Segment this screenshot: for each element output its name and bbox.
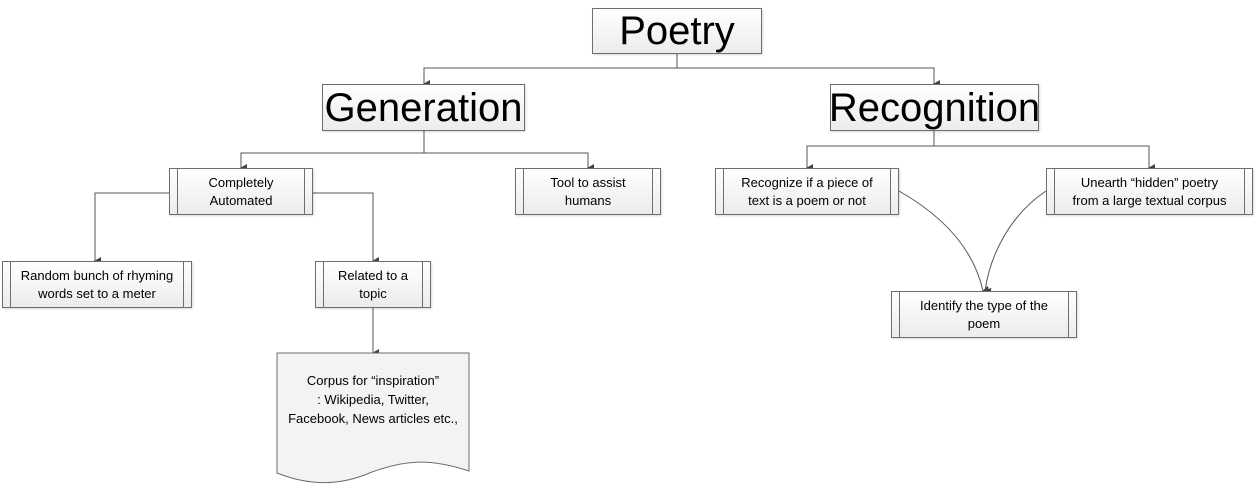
connector-recognition-recognize xyxy=(806,131,935,172)
node-unearth-hidden: Unearth “hidden” poetry from a large tex… xyxy=(1046,168,1253,215)
node-completely-automated-label: Completely Automated xyxy=(208,174,274,208)
node-generation-label: Generation xyxy=(324,85,523,130)
node-generation: Generation xyxy=(322,84,525,131)
process-bar-left xyxy=(10,262,11,307)
node-random-rhyming: Random bunch of rhyming words set to a m… xyxy=(2,261,192,308)
process-bar-left xyxy=(1054,169,1055,214)
node-identify-type: Identify the type of the poem xyxy=(891,291,1077,338)
connector-automated-random xyxy=(94,192,169,265)
node-tool-to-assist: Tool to assist humans xyxy=(515,168,661,215)
process-bar-left xyxy=(723,169,724,214)
corpus-document-shape xyxy=(276,352,470,484)
node-poetry-label: Poetry xyxy=(619,9,735,53)
node-identify-type-label: Identify the type of the poem xyxy=(920,297,1048,331)
connector-automated-topic xyxy=(313,192,379,265)
process-bar-right xyxy=(183,262,184,307)
connector-recognize-identify xyxy=(898,190,990,294)
node-unearth-hidden-label: Unearth “hidden” poetry from a large tex… xyxy=(1072,174,1227,208)
node-recognition-label: Recognition xyxy=(828,85,1041,130)
process-bar-left xyxy=(177,169,178,214)
connector-generation-automated xyxy=(240,131,425,172)
node-recognition: Recognition xyxy=(828,84,1041,131)
connector-generation-tool xyxy=(424,152,594,172)
node-tool-to-assist-label: Tool to assist humans xyxy=(550,174,626,208)
node-random-rhyming-label: Random bunch of rhyming words set to a m… xyxy=(20,267,174,301)
node-corpus-inspiration: Corpus for “inspiration” : Wikipedia, Tw… xyxy=(288,373,458,426)
process-bar-right xyxy=(304,169,305,214)
node-recognize-poem: Recognize if a piece of text is a poem o… xyxy=(715,168,899,215)
node-related-topic: Related to a topic xyxy=(315,261,431,308)
process-bar-right xyxy=(1068,292,1069,337)
process-bar-left xyxy=(523,169,524,214)
node-completely-automated: Completely Automated xyxy=(169,168,313,215)
process-bar-right xyxy=(652,169,653,214)
process-bar-right xyxy=(1244,169,1245,214)
node-poetry: Poetry xyxy=(592,8,762,54)
connector-poetry-recognition xyxy=(677,67,940,88)
connector-poetry-generation xyxy=(423,54,678,88)
process-bar-right xyxy=(890,169,891,214)
node-related-topic-label: Related to a topic xyxy=(337,267,409,301)
process-bar-left xyxy=(899,292,900,337)
node-recognize-poem-label: Recognize if a piece of text is a poem o… xyxy=(741,174,873,208)
connector-recognition-unearth xyxy=(934,145,1155,172)
process-bar-left xyxy=(323,262,324,307)
process-bar-right xyxy=(422,262,423,307)
connector-unearth-identify xyxy=(984,190,1047,296)
